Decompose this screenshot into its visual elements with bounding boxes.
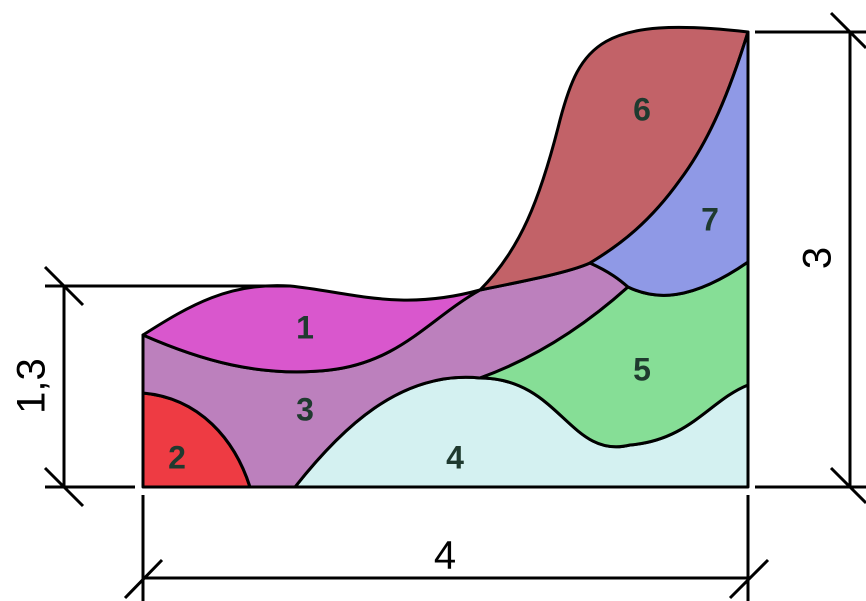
left-height-label: 1,3	[10, 358, 54, 414]
region-7	[588, 30, 750, 297]
width-label: 4	[434, 534, 456, 578]
width-dimension: 4	[123, 495, 770, 601]
region-5	[478, 260, 750, 449]
right-height-label: 3	[796, 247, 840, 269]
region-2-label: 2	[168, 439, 186, 475]
region-6-label: 6	[633, 91, 651, 127]
right-height-dimension: 3	[755, 11, 866, 505]
region-1-label: 1	[296, 309, 314, 345]
region-5-label: 5	[633, 351, 651, 387]
region-3-label: 3	[296, 391, 314, 427]
region-7-label: 7	[701, 201, 719, 237]
region-4-label: 4	[446, 439, 464, 475]
left-height-dimension: 1,3	[10, 265, 290, 508]
